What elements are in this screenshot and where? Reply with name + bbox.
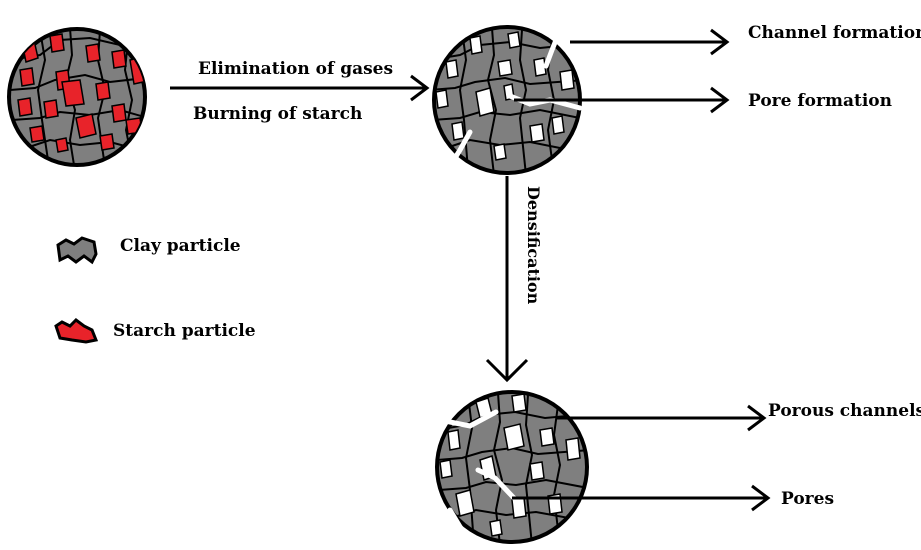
- label-densification: Densification: [524, 186, 543, 305]
- clay-particle-icon: [56, 236, 98, 265]
- pore-formation-arrow: [514, 86, 730, 114]
- label-porous-channels: Porous channels: [768, 401, 921, 421]
- label-elimination-of-gases: Elimination of gases: [198, 59, 394, 79]
- label-burning-of-starch: Burning of starch: [193, 104, 363, 124]
- label-pore-formation: Pore formation: [748, 91, 892, 111]
- pores-arrow: [512, 484, 771, 512]
- legend-starch-particle: Starch particle: [113, 321, 256, 341]
- fired-body-particle: [432, 25, 583, 175]
- starch-particle-icon: [54, 318, 99, 344]
- densification-arrow: [485, 176, 529, 383]
- porous-channels-arrow: [556, 404, 767, 432]
- process-arrow: [170, 74, 430, 102]
- label-channel-formation: Channel formation: [748, 23, 921, 43]
- densified-body-particle: [435, 390, 589, 544]
- label-pores: Pores: [781, 489, 835, 509]
- channel-formation-arrow: [570, 28, 730, 56]
- raw-mixture-particle: [7, 27, 147, 167]
- legend-clay-particle: Clay particle: [120, 236, 241, 256]
